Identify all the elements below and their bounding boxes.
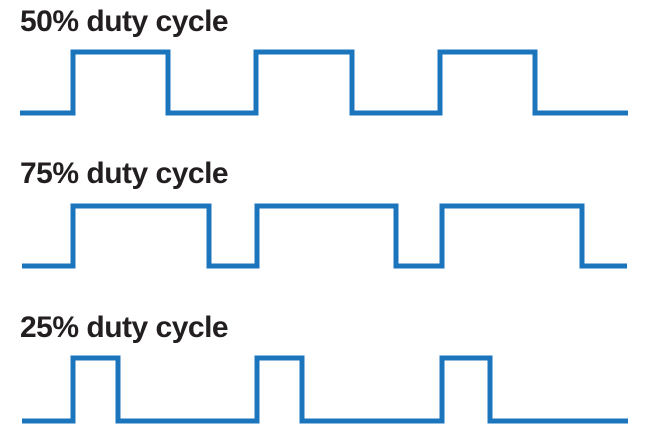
waveform-trace-50 (20, 49, 628, 116)
waveform-trace-75 (22, 203, 627, 269)
waveform-trace-25 (22, 355, 628, 424)
waveform-label-50-duty-cycle: 50% duty cycle (20, 5, 229, 38)
waveform-label-75-duty-cycle: 75% duty cycle (20, 157, 229, 190)
waveform-label-25-duty-cycle: 25% duty cycle (20, 311, 229, 344)
